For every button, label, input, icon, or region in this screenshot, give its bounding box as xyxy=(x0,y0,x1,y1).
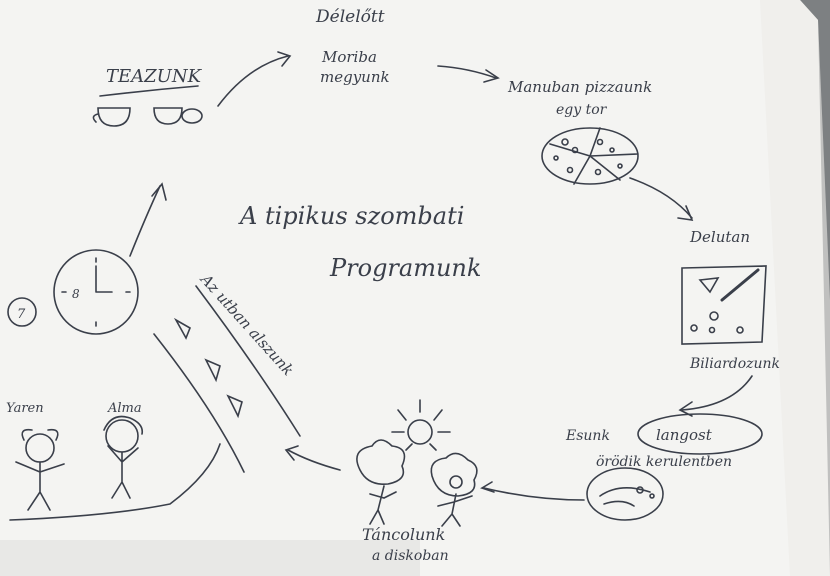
label-moriba-2: megyunk xyxy=(320,68,390,86)
label-alma: Alma xyxy=(107,401,142,416)
label-teazunk: TEAZUNK xyxy=(106,66,203,87)
label-delelott: Délelőtt xyxy=(315,7,385,27)
arrow-dance-to-road xyxy=(287,449,341,471)
label-delutan: Delutan xyxy=(689,228,750,246)
arrow-pizza-to-delutan xyxy=(629,177,693,219)
title-line-2: Programunk xyxy=(329,254,481,282)
label-biliard: Biliardozunk xyxy=(689,356,780,372)
billiard-table-icon xyxy=(681,265,767,345)
person-alma-icon xyxy=(103,415,144,499)
teazunk-underline xyxy=(99,85,199,97)
label-tancolunk-1: Táncolunk xyxy=(362,525,445,544)
arrow-moriba-to-manuban xyxy=(437,65,497,79)
ink-strokes xyxy=(7,51,767,527)
sun-icon xyxy=(391,399,451,451)
clock-side-number: 7 xyxy=(17,307,26,322)
pizza-icon xyxy=(541,127,639,185)
label-manuban-1: Manuban pizzaunk xyxy=(507,78,652,96)
langos-oval xyxy=(637,413,763,455)
arrow-clock-to-tea xyxy=(129,185,161,257)
label-moriba-1: Moriba xyxy=(321,48,377,66)
label-esunk: Esunk xyxy=(565,428,610,444)
title-line-1: A tipikus szombati xyxy=(238,202,464,230)
dancers-icon xyxy=(356,439,478,527)
road-drawing xyxy=(153,285,301,473)
label-orodik: örödik kerulentben xyxy=(596,454,732,470)
paper-shade xyxy=(760,0,830,576)
label-yaren: Yaren xyxy=(6,401,44,416)
arrow-billiard-to-langos xyxy=(681,375,753,411)
label-langost: langost xyxy=(656,426,713,444)
tea-cups-icon xyxy=(92,107,203,127)
clock-number-8: 8 xyxy=(72,287,80,301)
paper-shadow xyxy=(0,540,420,576)
label-tancolunk-2: a diskoban xyxy=(372,548,449,564)
clock-icon xyxy=(7,249,139,335)
label-manuban-2: egy tor xyxy=(556,102,608,118)
langos-plate-icon xyxy=(586,467,664,521)
arrow-langos-to-dance xyxy=(483,487,585,501)
people-curve xyxy=(9,443,221,521)
arrow-tea-to-moriba xyxy=(217,55,289,107)
person-yaren-icon xyxy=(15,428,65,511)
